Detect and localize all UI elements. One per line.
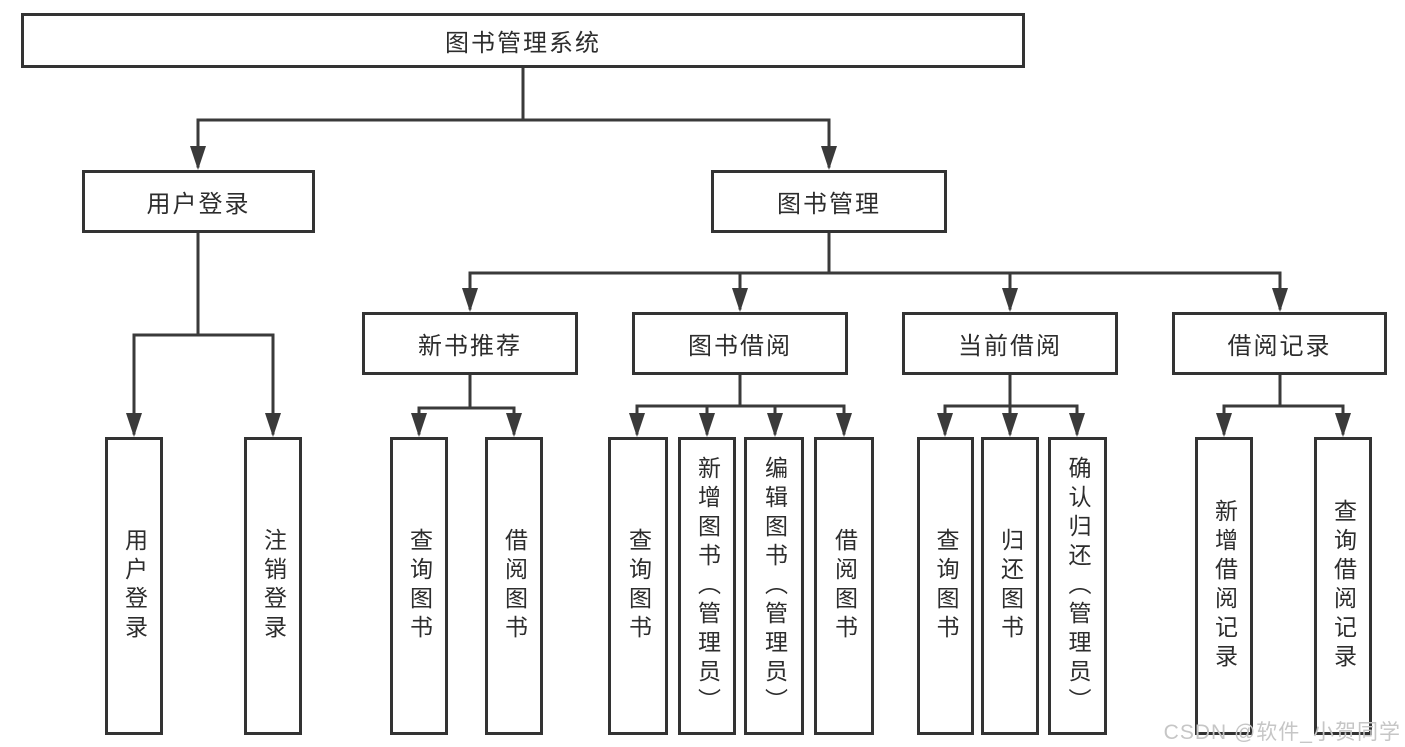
- leaf-query-books-recommend: 查询图书: [390, 437, 448, 735]
- arrowhead-down-icon: [411, 413, 427, 437]
- leaf-query-books-borrow: 查询图书: [608, 437, 668, 735]
- leaf-confirm-return-admin: 确认归还（管理员）: [1048, 437, 1107, 735]
- node-label: 借阅图书: [831, 528, 858, 644]
- node-book-borrowing: 图书借阅: [632, 312, 848, 375]
- node-label: 用户登录: [146, 191, 251, 218]
- node-label: 图书管理系统: [445, 30, 601, 57]
- node-label: 编辑图书（管理员）: [761, 455, 788, 717]
- leaf-user-login: 用户登录: [105, 437, 163, 735]
- leaf-borrow-books: 借阅图书: [814, 437, 874, 735]
- arrowhead-down-icon: [767, 413, 783, 437]
- node-label: 借阅图书: [501, 528, 528, 644]
- node-label: 借阅记录: [1227, 333, 1332, 360]
- leaf-return-books: 归还图书: [981, 437, 1039, 735]
- node-label: 用户登录: [121, 528, 148, 644]
- watermark: CSDN @软件_小贺同学: [1163, 721, 1401, 744]
- arrowhead-down-icon: [732, 288, 748, 312]
- arrowhead-down-icon: [462, 288, 478, 312]
- node-label: 查询图书: [406, 528, 433, 644]
- node-user-login: 用户登录: [82, 170, 315, 233]
- arrowhead-down-icon: [1002, 413, 1018, 437]
- node-label: 查询借阅记录: [1330, 499, 1357, 673]
- leaf-logout: 注销登录: [244, 437, 302, 735]
- node-label: 注销登录: [260, 528, 287, 644]
- arrowhead-down-icon: [265, 413, 281, 437]
- node-label: 新增借阅记录: [1211, 499, 1238, 673]
- node-label: 新增图书（管理员）: [694, 455, 721, 717]
- leaf-query-books-current: 查询图书: [917, 437, 974, 735]
- arrowhead-down-icon: [1272, 288, 1288, 312]
- arrowhead-down-icon: [190, 146, 206, 170]
- node-label: 查询图书: [625, 528, 652, 644]
- node-new-book-recommendation: 新书推荐: [362, 312, 578, 375]
- arrowhead-down-icon: [1335, 413, 1351, 437]
- leaf-borrow-books-recommend: 借阅图书: [485, 437, 543, 735]
- arrowhead-down-icon: [506, 413, 522, 437]
- node-label: 当前借阅: [958, 333, 1062, 360]
- arrowhead-down-icon: [1069, 413, 1085, 437]
- leaf-add-books-admin: 新增图书（管理员）: [678, 437, 736, 735]
- node-label: 图书借阅: [688, 333, 792, 360]
- leaf-query-borrow-record: 查询借阅记录: [1314, 437, 1372, 735]
- arrowhead-down-icon: [699, 413, 715, 437]
- node-label: 确认归还（管理员）: [1065, 455, 1091, 717]
- node-book-management: 图书管理: [711, 170, 947, 233]
- arrowhead-down-icon: [629, 413, 645, 437]
- node-label: 归还图书: [997, 528, 1024, 644]
- leaf-add-borrow-record: 新增借阅记录: [1195, 437, 1253, 735]
- arrowhead-down-icon: [836, 413, 852, 437]
- arrowhead-down-icon: [1216, 413, 1232, 437]
- arrowhead-down-icon: [126, 413, 142, 437]
- arrowhead-down-icon: [937, 413, 953, 437]
- node-label: 图书管理: [777, 191, 881, 218]
- node-label: 查询图书: [933, 528, 959, 644]
- node-current-borrowing: 当前借阅: [902, 312, 1118, 375]
- arrowhead-down-icon: [821, 146, 837, 170]
- leaf-edit-books-admin: 编辑图书（管理员）: [744, 437, 804, 735]
- node-borrowing-records: 借阅记录: [1172, 312, 1387, 375]
- node-library-management-system: 图书管理系统: [21, 13, 1025, 68]
- node-label: 新书推荐: [418, 333, 522, 360]
- arrowhead-down-icon: [1002, 288, 1018, 312]
